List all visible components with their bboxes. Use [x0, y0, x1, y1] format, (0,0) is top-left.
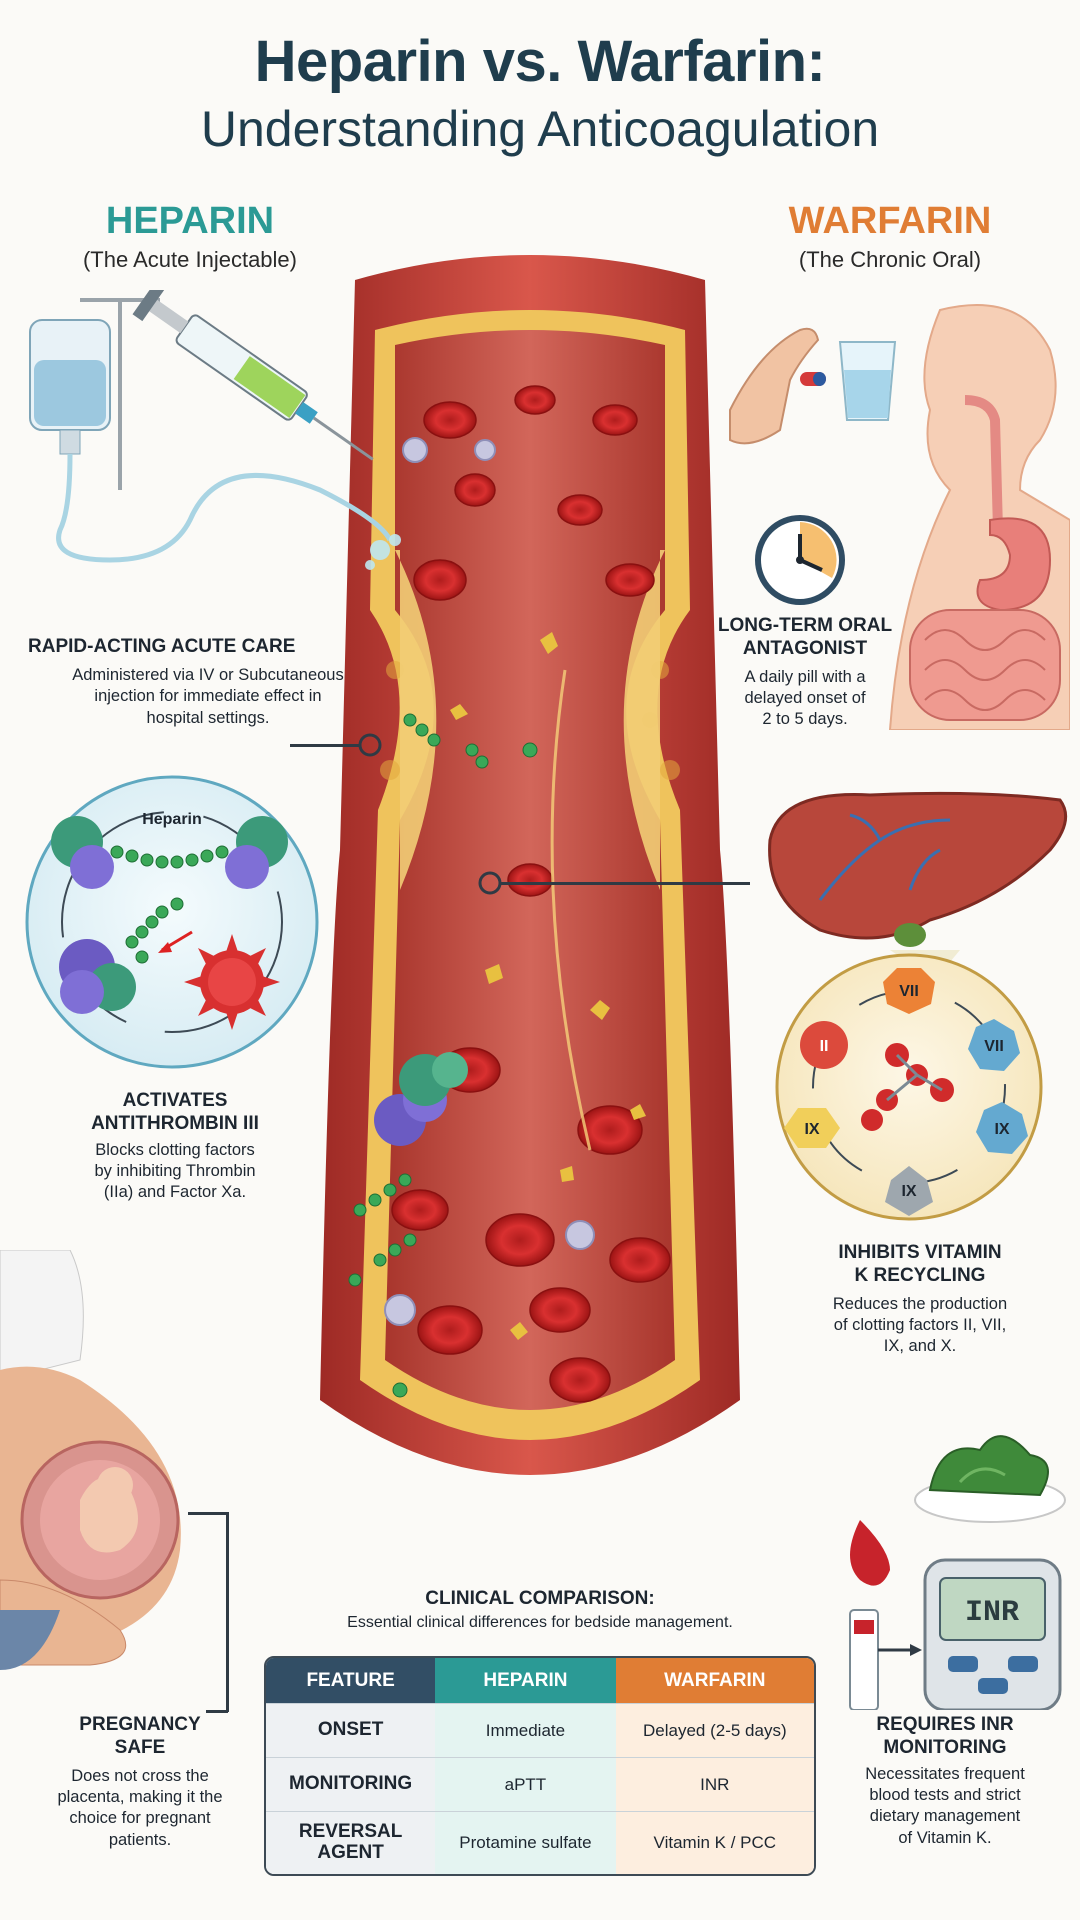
factor-label-3: VII [984, 1038, 1004, 1055]
liver-illustration [768, 791, 1068, 970]
connector-line-heparin [290, 744, 360, 747]
factor-label-2: II [820, 1038, 829, 1055]
pregnancy-heading-line2: SAFE [114, 1736, 166, 1758]
table-cell-heparin: Protamine sulfate [435, 1812, 616, 1874]
comparison-table-container: FEATURE HEPARIN WARFARIN ONSET Immediate… [264, 1656, 816, 1876]
meter-display-text: INR [965, 1596, 1019, 1630]
heparin-acute-body-line3: hospital settings. [146, 708, 270, 727]
inr-body-line1: Necessitates frequent [865, 1764, 1025, 1783]
heparin-mechanism-body-line3: (IIa) and Factor Xa. [103, 1183, 247, 1202]
pill-and-digestive-system-illustration [729, 304, 1070, 730]
factor-label-6: IX [901, 1183, 916, 1200]
clinical-heading: CLINICAL COMPARISON: [425, 1588, 655, 1609]
warfarin-oral-body-line3: 2 to 5 days. [762, 710, 848, 729]
warfarin-subtitle: (The Chronic Oral) [798, 247, 982, 272]
pregnancy-connector-v [226, 1512, 229, 1712]
warfarin-oral-body-line2: delayed onset of [744, 689, 866, 708]
inr-body-line3: dietary management [869, 1807, 1021, 1826]
heparin-acute-body-line2: injection for immediate effect in [94, 687, 322, 706]
clock-icon [755, 515, 845, 605]
pregnancy-connector-h2 [206, 1710, 228, 1713]
inr-heading-line2: MONITORING [883, 1736, 1007, 1758]
inr-heading-line1: REQUIRES INR [876, 1714, 1014, 1735]
table-cell-feature: REVERSAL AGENT [266, 1812, 436, 1874]
table-header-row: FEATURE HEPARIN WARFARIN [266, 1658, 814, 1704]
table-cell-warfarin: Vitamin K / PCC [615, 1812, 814, 1874]
heparin-mechanism-body-line1: Blocks clotting factors [95, 1140, 255, 1159]
warfarin-mechanism-section: INHIBITS VITAMIN K RECYCLING Reduces the… [790, 1242, 1050, 1358]
pregnancy-body-line2: placenta, making it the [57, 1788, 223, 1807]
column-header-warfarin: WARFARIN [615, 1658, 814, 1704]
warfarin-mechanism-heading-line2: K RECYCLING [854, 1264, 986, 1286]
pregnancy-body-line1: Does not cross the [71, 1766, 209, 1785]
pregnancy-section: PREGNANCY SAFE Does not cross the placen… [20, 1714, 260, 1851]
page-title: Heparin vs. Warfarin: [254, 29, 826, 94]
inr-body-line4: of Vitamin K. [898, 1828, 992, 1847]
heparin-mechanism-heading-line2: ANTITHROMBIN III [91, 1112, 259, 1134]
inr-meter-illustration: INR [849, 1435, 1066, 1710]
pregnancy-connector-h1 [188, 1512, 228, 1515]
heparin-subtitle: (The Acute Injectable) [82, 247, 297, 272]
blood-vessel-illustration [320, 255, 740, 1475]
warfarin-mechanism-heading-line1: INHIBITS VITAMIN [838, 1242, 1002, 1263]
heparin-title: HEPARIN [105, 200, 275, 242]
heparin-acute-body-line1: Administered via IV or Subcutaneous [72, 665, 344, 684]
warfarin-oral-body-line1: A daily pill with a [744, 667, 866, 686]
comparison-table: FEATURE HEPARIN WARFARIN ONSET Immediate… [264, 1656, 816, 1876]
heparin-mechanism-section: ACTIVATES ANTITHROMBIN III Blocks clotti… [60, 1090, 290, 1204]
warfarin-mechanism-diagram: VII II VII IX IX IX [775, 953, 1043, 1221]
table-cell-feature: MONITORING [266, 1758, 436, 1812]
clinical-subheading: Essential clinical differences for bedsi… [347, 1614, 733, 1631]
pregnant-woman-illustration [0, 1250, 181, 1670]
table-row: MONITORING aPTT INR [266, 1758, 814, 1812]
inr-body-line2: blood tests and strict [869, 1786, 1021, 1805]
factor-label-1: VII [899, 983, 919, 1000]
heparin-header: HEPARIN (The Acute Injectable) [40, 200, 340, 273]
warfarin-oral-section: LONG-TERM ORAL ANTAGONIST A daily pill w… [690, 615, 920, 731]
page-subtitle: Understanding Anticoagulation [200, 101, 880, 157]
warfarin-oral-heading-line1: LONG-TERM ORAL [717, 615, 893, 636]
pregnancy-body-line4: patients. [108, 1830, 172, 1849]
connector-line-warfarin [500, 882, 750, 885]
pregnancy-heading-line1: PREGNANCY [79, 1714, 201, 1735]
heparin-mechanism-heading-line1: ACTIVATES [122, 1090, 228, 1111]
warfarin-mechanism-body-line3: IX, and X. [883, 1337, 957, 1356]
table-cell-feature: ONSET [266, 1704, 436, 1758]
clinical-comparison-header: CLINICAL COMPARISON: Essential clinical … [240, 1588, 840, 1632]
table-row: REVERSAL AGENT Protamine sulfate Vitamin… [266, 1812, 814, 1874]
table-cell-heparin: aPTT [435, 1758, 616, 1812]
table-cell-warfarin: INR [615, 1758, 814, 1812]
heparin-acute-care-section: RAPID-ACTING ACUTE CARE Administered via… [28, 636, 388, 729]
factor-label-4: IX [804, 1121, 819, 1138]
table-cell-warfarin: Delayed (2-5 days) [615, 1704, 814, 1758]
table-row: ONSET Immediate Delayed (2-5 days) [266, 1704, 814, 1758]
heparin-mechanism-diagram: Heparin [25, 775, 319, 1069]
warfarin-mechanism-body-line2: of clotting factors II, VII, [833, 1316, 1007, 1335]
heparin-molecule-label: Heparin [142, 811, 202, 828]
warfarin-header: WARFARIN (The Chronic Oral) [740, 200, 1040, 273]
column-header-heparin: HEPARIN [435, 1658, 616, 1704]
iv-bag-and-syringe-illustration [29, 290, 401, 570]
inr-monitoring-section: REQUIRES INR MONITORING Necessitates fre… [820, 1714, 1070, 1849]
heparin-mechanism-body-line2: by inhibiting Thrombin [94, 1162, 256, 1181]
warfarin-oral-heading-line2: ANTAGONIST [742, 637, 868, 659]
pregnancy-body-line3: choice for pregnant [69, 1809, 211, 1828]
factor-label-5: IX [994, 1121, 1009, 1138]
heparin-acute-heading: RAPID-ACTING ACUTE CARE [28, 636, 296, 657]
table-cell-heparin: Immediate [435, 1704, 616, 1758]
warfarin-title: WARFARIN [788, 200, 992, 242]
column-header-feature: FEATURE [266, 1658, 436, 1704]
warfarin-mechanism-body-line1: Reduces the production [832, 1294, 1008, 1313]
